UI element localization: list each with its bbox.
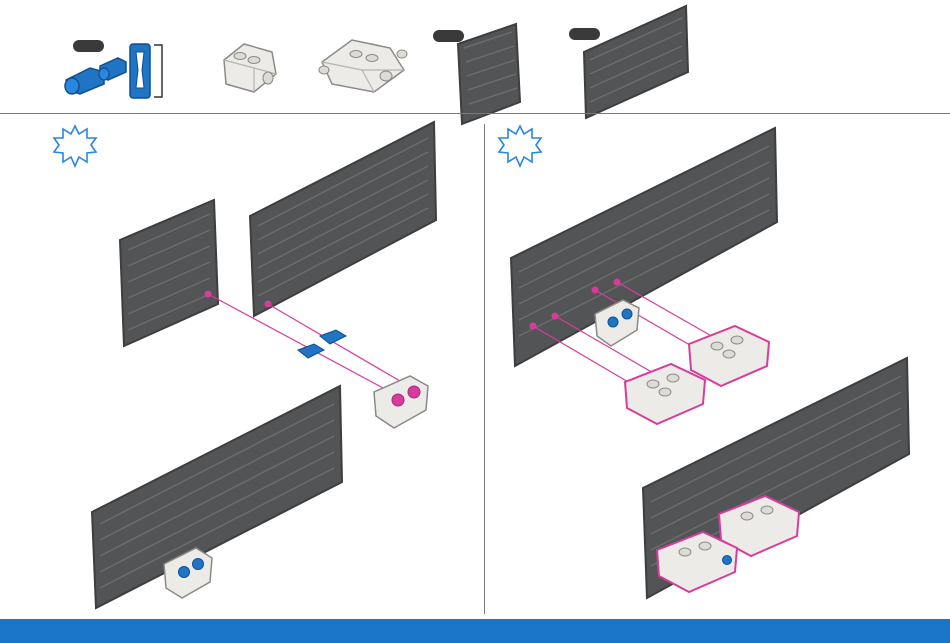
blue-pin-icon: [60, 50, 130, 98]
attached-mount: [591, 294, 643, 350]
sunburst-badge-icon: [52, 124, 98, 168]
step-panel-left: [0, 114, 484, 619]
wide-panel-icon: [582, 4, 692, 120]
mounted-sensor: [160, 542, 216, 602]
large-mount-icon: [316, 32, 410, 98]
footer-bar: [0, 619, 950, 643]
sensor-mount: [370, 370, 432, 432]
square-panel-icon: [454, 22, 524, 126]
installed-mount-b: [653, 526, 743, 598]
connector-pin-1: [320, 330, 346, 344]
parts-list-bar: [0, 0, 950, 114]
gauge-bracket-icon: [128, 42, 168, 100]
bottom-panel-assembly: [90, 384, 346, 610]
connector-pin-2: [298, 344, 324, 358]
step-panel-right: [485, 114, 950, 619]
small-mount-icon: [220, 40, 282, 96]
